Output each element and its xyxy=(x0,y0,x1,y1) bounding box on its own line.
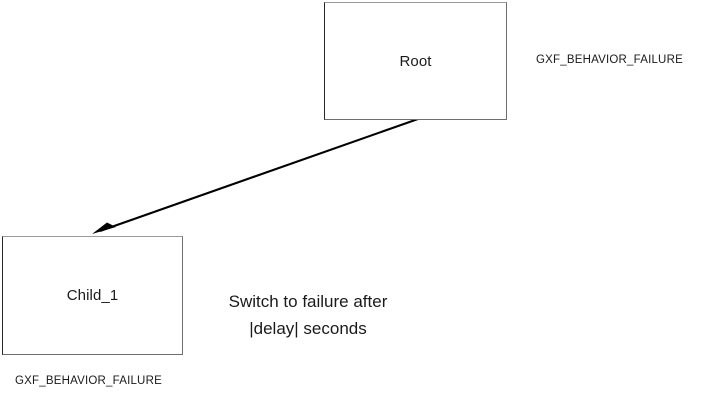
edge-caption: Switch to failure after |delay| seconds xyxy=(208,288,408,342)
node-root[interactable]: Root xyxy=(324,2,507,120)
edge-caption-line-2: |delay| seconds xyxy=(249,319,367,338)
node-root-status-label: GXF_BEHAVIOR_FAILURE xyxy=(536,54,683,66)
edge-line xyxy=(99,118,419,232)
node-child-1-status-label: GXF_BEHAVIOR_FAILURE xyxy=(15,375,162,387)
edge-root-to-child1 xyxy=(92,118,419,234)
edge-arrowhead-icon xyxy=(92,222,116,234)
edge-caption-line-1: Switch to failure after xyxy=(228,292,388,311)
node-child-1[interactable]: Child_1 xyxy=(2,236,183,355)
node-child-1-label: Child_1 xyxy=(66,287,119,304)
node-root-label: Root xyxy=(399,52,432,70)
